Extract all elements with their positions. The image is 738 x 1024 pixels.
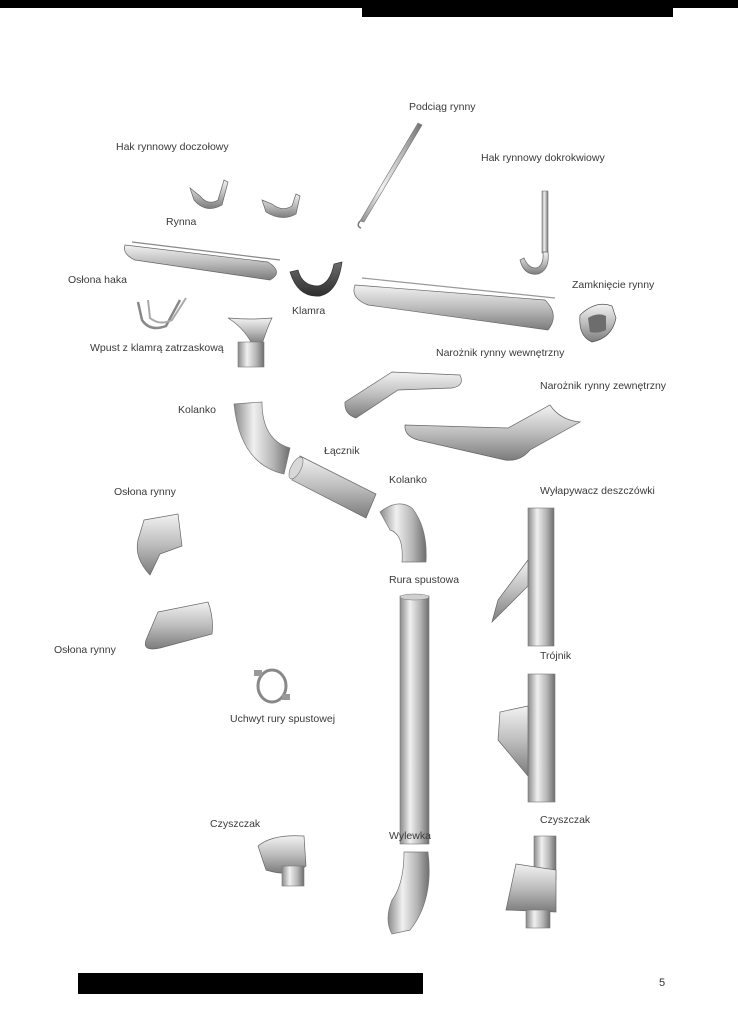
rainwater-diverter-part: [491, 507, 555, 647]
gutter-strut-part: [357, 122, 423, 229]
label-elbow: Kolanko: [178, 404, 216, 416]
label-gutter-strut: Podciąg rynny: [409, 101, 476, 113]
label-downpipe: Rura spustowa: [389, 574, 460, 586]
rafter-hook-part: [519, 190, 549, 275]
inner-corner-part: [344, 371, 462, 419]
downpipe-bracket-part: [254, 668, 290, 704]
gutter-end-cap-part: [579, 303, 617, 343]
label-cleaner: Czyszczak: [210, 818, 261, 830]
label-cleaner-2: Czyszczak: [540, 814, 591, 826]
outlet-spout-part: [387, 851, 430, 935]
hook-cover-part: [136, 297, 187, 330]
outlet-part: [227, 317, 273, 368]
label-downpipe-bracket: Uchwyt rury spustowej: [230, 713, 336, 725]
elbow-part: [233, 401, 291, 475]
gutter-guard-part: [136, 513, 183, 576]
outer-corner-part: [404, 404, 582, 461]
fascia-hook-part: [189, 179, 301, 218]
label-tee-branch: Trójnik: [540, 650, 572, 662]
tee-branch-part: [497, 673, 556, 803]
page-number: 5: [659, 977, 666, 989]
downpipe-part: [399, 593, 430, 845]
clamp-part: [289, 261, 343, 297]
cleaner-part-2: [505, 835, 557, 929]
label-end-cap: Zamknięcie rynny: [572, 279, 655, 291]
elbow-part-2: [379, 503, 427, 563]
gutter-part: [124, 241, 281, 281]
gutter-long-part: [353, 277, 556, 331]
label-gutter: Rynna: [166, 216, 197, 228]
top-bar-right: [362, 0, 673, 17]
bottom-bar: [78, 973, 423, 994]
label-rainwater-diverter: Wyłapywacz deszczówki: [540, 485, 655, 497]
label-outlet-spout: Wylewka: [389, 830, 431, 842]
label-outer-corner: Narożnik rynny zewnętrzny: [540, 380, 667, 392]
label-inner-corner: Narożnik rynny wewnętrzny: [436, 347, 565, 359]
cleaner-part: [257, 835, 307, 887]
label-fascia-hook: Hak rynnowy doczołowy: [116, 141, 229, 153]
connector-part: [288, 455, 377, 519]
gutter-guard-part-2: [144, 601, 213, 650]
label-clamp: Klamra: [292, 305, 326, 317]
label-gutter-guard: Osłona rynny: [114, 486, 176, 498]
label-elbow-2: Kolanko: [389, 474, 427, 486]
label-gutter-guard-2: Osłona rynny: [54, 644, 116, 656]
label-rafter-hook: Hak rynnowy dokrokwiowy: [481, 152, 605, 164]
label-hook-cover: Osłona haka: [68, 274, 127, 286]
label-outlet: Wpust z klamrą zatrzaskową: [90, 342, 224, 354]
label-connector: Łącznik: [324, 445, 360, 457]
